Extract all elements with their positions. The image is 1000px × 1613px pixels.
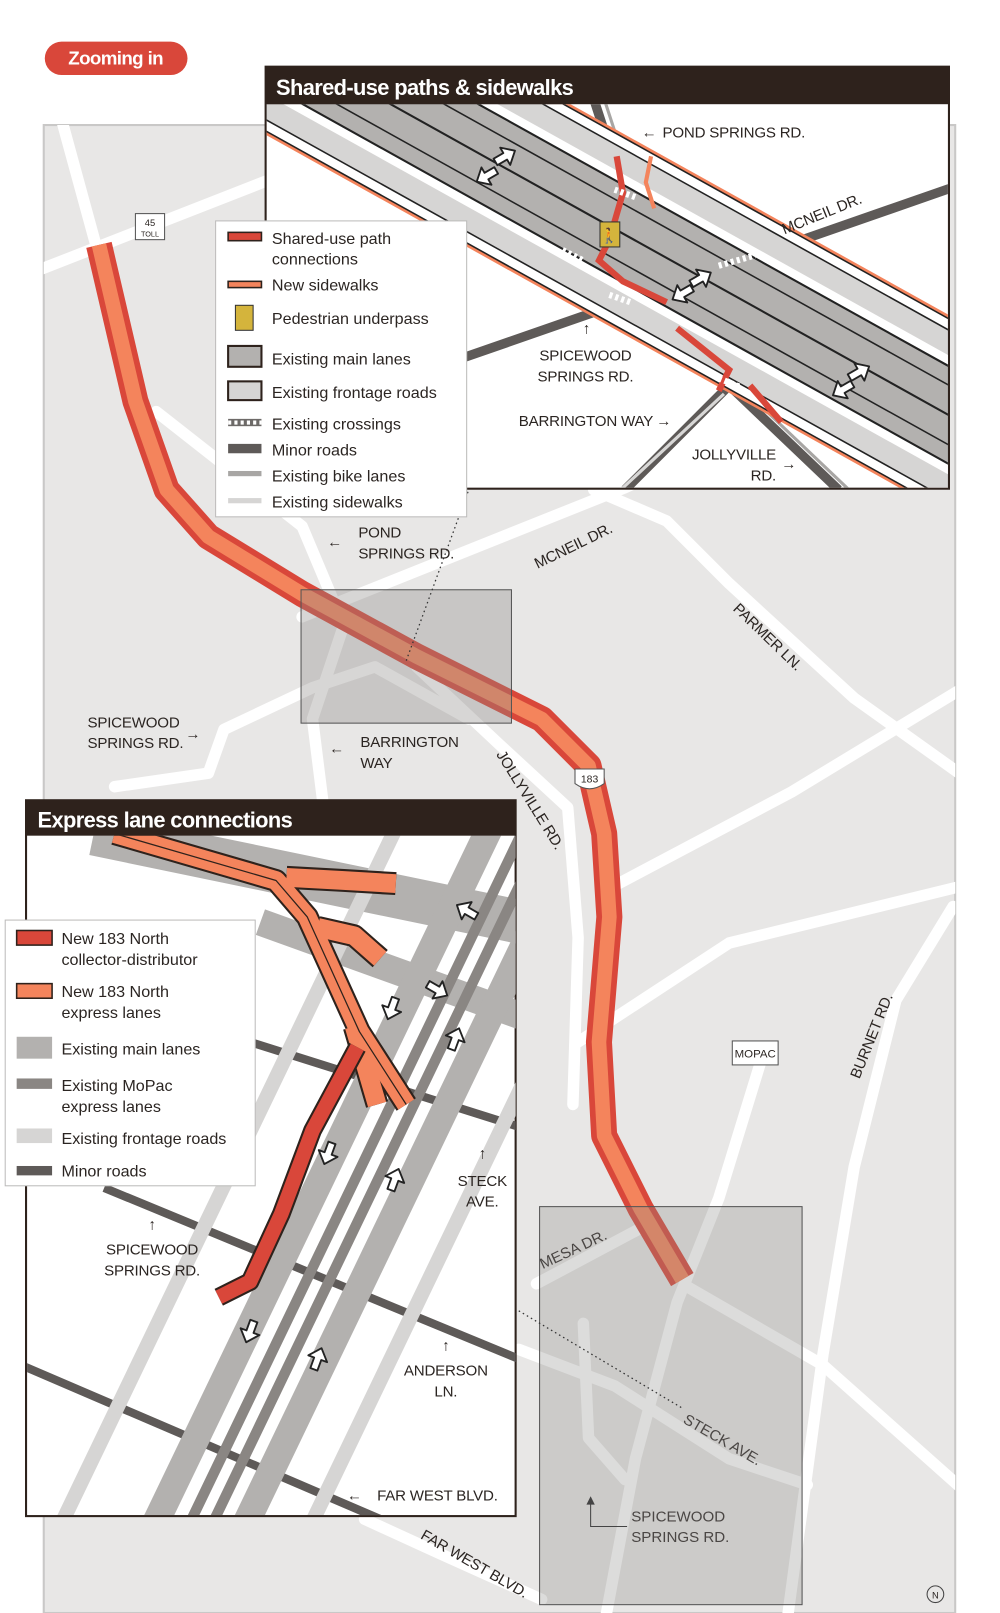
label-pond-springs-inset: ← [642, 125, 657, 142]
svg-text:STECK: STECK [458, 1173, 507, 1190]
legend-item-label: Pedestrian underpass [272, 310, 429, 328]
svg-text:RD.: RD. [751, 467, 776, 484]
svg-text:SPRINGS RD.: SPRINGS RD. [104, 1262, 200, 1279]
mopac-shield: MOPAC [731, 1040, 779, 1066]
svg-text:LN.: LN. [434, 1383, 457, 1400]
svg-text:←: ← [329, 740, 344, 757]
arrow-icon: ← [347, 1487, 362, 1504]
legend-item-label: Existing frontage roads [272, 384, 437, 402]
svg-text:↑: ↑ [442, 1337, 449, 1354]
us-183-shield: 183 [574, 768, 605, 790]
legend-item-label: Existing crossings [272, 415, 401, 433]
legend-item-label: New sidewalks [272, 277, 379, 295]
legend-item-label: Existing bike lanes [272, 467, 406, 485]
svg-text:↑: ↑ [583, 320, 590, 337]
legend-item-label: Existing main lanes [61, 1040, 200, 1058]
express-lane-inset: Express lane connections ↑ STECK AVE. ↑ … [4, 799, 517, 1518]
svg-text:SPRINGS RD.: SPRINGS RD. [358, 546, 454, 563]
legend-item-label: Existing MoPac [61, 1077, 172, 1095]
legend-item-label: Minor roads [272, 441, 357, 459]
shared-use-legend: Shared-use path connections New sidewalk… [215, 220, 468, 518]
inset-title: Shared-use paths & sidewalks [276, 75, 574, 100]
label-steck-inset: ↑ STECK AVE. [458, 1146, 508, 1211]
zooming-in-badge: Zooming in [44, 41, 188, 76]
label-pond-springs: POND SPRINGS RD. ← [327, 525, 454, 563]
svg-text:AVE.: AVE. [466, 1194, 498, 1211]
svg-text:45: 45 [145, 218, 155, 228]
label-spicewood: SPICEWOOD SPRINGS RD. → [88, 714, 201, 752]
legend-item-label: express lanes [61, 1004, 160, 1022]
inset-header [265, 66, 949, 105]
north-arrow-icon: N [926, 1585, 945, 1604]
svg-text:183: 183 [581, 775, 599, 786]
toll-45-shield: 45 TOLL [134, 213, 166, 241]
svg-text:ANDERSON: ANDERSON [404, 1362, 488, 1379]
svg-text:SPRINGS RD.: SPRINGS RD. [88, 735, 184, 752]
svg-text:POND: POND [358, 525, 401, 542]
label-spicewood-south: SPICEWOOD SPRINGS RD. [586, 1496, 729, 1546]
label-spicewood-inset: ↑ SPICEWOOD SPRINGS RD. [104, 1217, 200, 1280]
svg-text:SPICEWOOD: SPICEWOOD [631, 1508, 725, 1525]
legend-item-label: collector-distributor [61, 951, 198, 969]
zoom-area-south [539, 1206, 803, 1606]
legend-item-label: Existing main lanes [272, 351, 411, 369]
legend-item-label: connections [272, 251, 358, 269]
svg-text:WAY: WAY [360, 755, 392, 772]
svg-text:TOLL: TOLL [141, 230, 159, 239]
legend-item-label: Existing frontage roads [61, 1130, 226, 1148]
inset-header [26, 800, 516, 836]
svg-text:↑: ↑ [479, 1146, 486, 1163]
legend-item-label: express lanes [61, 1098, 160, 1116]
svg-text:SPICEWOOD: SPICEWOOD [88, 714, 180, 731]
svg-text:→: → [185, 726, 200, 743]
svg-text:BARRINGTON: BARRINGTON [360, 734, 458, 751]
svg-text:SPICEWOOD: SPICEWOOD [539, 348, 631, 365]
shared-use-paths-inset: 🚶 Shared-use paths & sidewalks ← POND SP… [215, 65, 951, 518]
svg-text:SPICEWOOD: SPICEWOOD [106, 1242, 198, 1259]
svg-text:↑: ↑ [148, 1217, 155, 1234]
label-pond-springs-inset-text: POND SPRINGS RD. [663, 125, 806, 142]
new-183-express-lanes [111, 835, 416, 1111]
label-jollyville-inset: JOLLYVILLE RD. → [692, 447, 796, 485]
label-spicewood-inset: ↑ SPICEWOOD SPRINGS RD. [538, 320, 634, 385]
label-anderson-inset: ↑ ANDERSON LN. [404, 1337, 488, 1400]
inset-title: Express lane connections [38, 807, 293, 832]
express-legend: New 183 North collector-distributor New … [4, 919, 256, 1187]
pedestrian-underpass-icon: 🚶 [599, 221, 621, 248]
new-183-collector-distributor [214, 1042, 366, 1306]
label-barrington-inset: BARRINGTON WAY [519, 413, 653, 430]
svg-text:SPRINGS RD.: SPRINGS RD. [538, 368, 634, 385]
legend-item-label: Minor roads [61, 1162, 146, 1180]
label-far-west-inset: FAR WEST BLVD. [377, 1487, 498, 1504]
zoom-area-north [300, 589, 512, 724]
svg-text:🚶: 🚶 [600, 227, 618, 245]
svg-text:←: ← [327, 534, 342, 551]
svg-text:N: N [932, 1590, 939, 1600]
svg-text:JOLLYVILLE: JOLLYVILLE [692, 447, 776, 464]
shared-use-path [595, 155, 669, 305]
existing-crossings [561, 186, 757, 391]
legend-item-label: Shared-use path [272, 230, 391, 248]
svg-text:MOPAC: MOPAC [735, 1049, 776, 1061]
legend-item-label: New 183 North [61, 930, 169, 948]
legend-item-label: Existing sidewalks [272, 493, 403, 511]
arrow-icon: → [656, 413, 671, 430]
label-barrington: BARRINGTON WAY ← [329, 734, 459, 772]
badge-label: Zooming in [68, 48, 163, 69]
svg-text:→: → [781, 456, 796, 473]
svg-text:SPRINGS RD.: SPRINGS RD. [631, 1529, 729, 1546]
legend-item-label: New 183 North [61, 983, 169, 1001]
callout-line-south [518, 1310, 684, 1410]
